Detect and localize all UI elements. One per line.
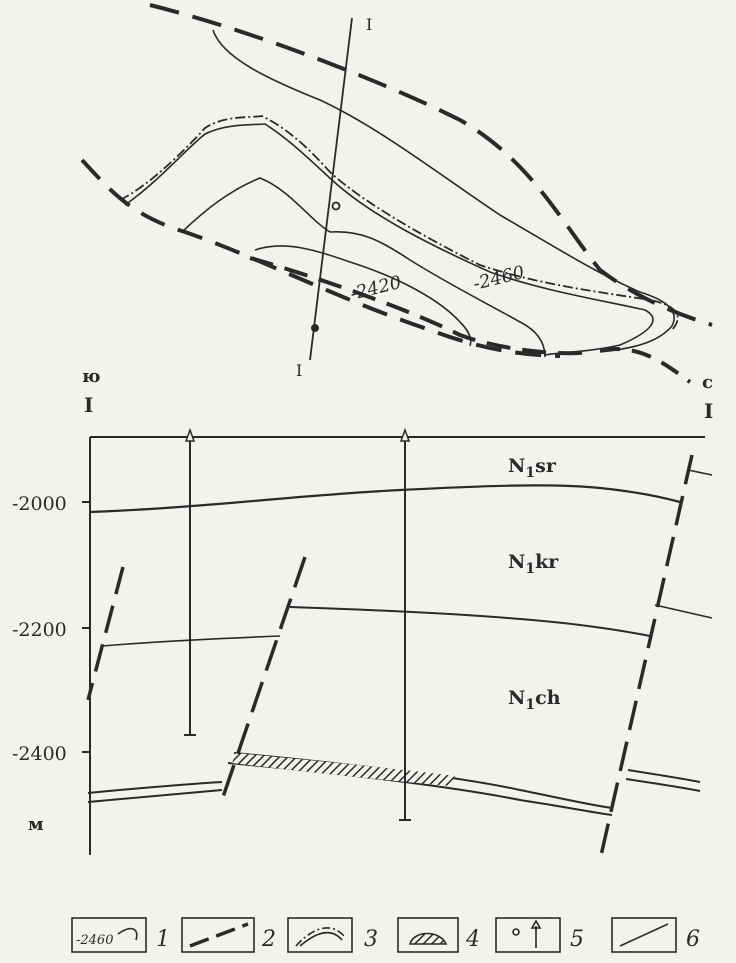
section-left-direction: ю xyxy=(82,366,100,387)
legend-contact-sample-inner xyxy=(299,931,343,947)
formation-label-n1kr: N1kr xyxy=(508,551,559,577)
formation-label-n1ch: N1ch xyxy=(508,687,561,713)
well-marker-map-1 xyxy=(331,201,341,211)
contour-2460-line xyxy=(124,123,654,356)
section-line-trace xyxy=(309,17,353,361)
section-line-label-bottom: I xyxy=(296,361,302,380)
oil-water-contact xyxy=(119,115,679,331)
contour-2420-line xyxy=(254,245,472,347)
y-label-2400: -2400 xyxy=(12,743,67,765)
legend-well-arrow xyxy=(530,919,542,929)
legend-box-4 xyxy=(397,917,459,953)
well-2-arrow xyxy=(399,427,411,442)
legend-contact-sample xyxy=(295,927,345,947)
legend xyxy=(71,917,677,953)
legend-num-6: 6 xyxy=(686,927,700,952)
y-units-label: м xyxy=(28,814,44,835)
legend-box-6 xyxy=(611,917,677,953)
legend-horizon-sample xyxy=(619,923,669,947)
cross-section xyxy=(82,427,713,861)
reservoir-left-top xyxy=(87,781,223,794)
legend-num-2: 2 xyxy=(261,927,276,952)
legend-box-2 xyxy=(181,917,255,953)
contour-label-2420: -2420 xyxy=(348,272,403,305)
reservoir-bottom xyxy=(227,762,613,816)
legend-num-4: 4 xyxy=(465,927,480,952)
contour-line-outer xyxy=(212,29,675,353)
legend-oil-sample xyxy=(408,932,448,945)
legend-box-3 xyxy=(287,917,353,953)
horizon-n1sr-base xyxy=(89,484,681,514)
reservoir-right-bottom xyxy=(625,778,701,792)
formation-label-n1sr: N1sr xyxy=(508,455,557,481)
legend-num-1: 1 xyxy=(156,927,170,952)
well-1-arrow xyxy=(184,427,196,442)
reservoir-right-top xyxy=(627,769,701,783)
horizon-right-block-mid xyxy=(654,604,713,619)
oil-saturated-interval xyxy=(232,753,455,786)
legend-contour-sample-label: -2460 xyxy=(76,933,113,948)
well-marker-map-2 xyxy=(311,324,319,332)
legend-num-5: 5 xyxy=(570,927,584,952)
section-left-number: I xyxy=(84,393,93,417)
y-label-2200: -2200 xyxy=(12,619,67,641)
legend-contour-sample-line xyxy=(117,927,138,941)
structure-map xyxy=(80,3,713,384)
reservoir-left-bottom xyxy=(87,789,223,803)
section-right-direction: с xyxy=(702,372,713,393)
contour-line-inner xyxy=(181,177,546,358)
fault-section-right xyxy=(598,454,694,861)
legend-fault-sample xyxy=(189,922,249,948)
fault-line-east-tip xyxy=(599,347,692,384)
section-line-label-top: I xyxy=(366,15,372,34)
horizon-right-block-top xyxy=(687,469,713,476)
legend-box-1 xyxy=(71,917,147,953)
fault-line-west xyxy=(80,158,561,358)
fault-section-left xyxy=(86,566,125,701)
fault-line-inner xyxy=(249,256,591,356)
legend-box-5 xyxy=(495,917,561,953)
horizon-n1kr-base xyxy=(289,606,651,637)
y-label-2000: -2000 xyxy=(12,493,67,515)
section-right-number: I xyxy=(704,399,713,423)
legend-num-3: 3 xyxy=(364,927,378,952)
legend-well-circle xyxy=(512,928,520,936)
fault-line-north xyxy=(149,3,713,327)
